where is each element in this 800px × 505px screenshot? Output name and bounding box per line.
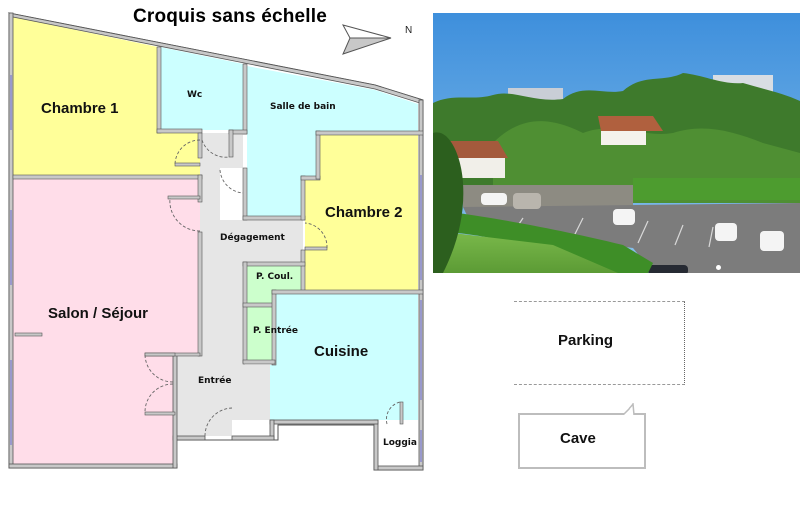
parking-box: Parking [514, 301, 685, 385]
north-label: N [405, 25, 413, 36]
parking-label: Parking [558, 332, 614, 349]
cave-box: Cave [518, 403, 646, 469]
label-entree: Entrée [198, 376, 232, 386]
room-salle-de-bain [247, 66, 418, 217]
label-salon-sejour: Salon / Séjour [48, 305, 149, 322]
room-p-entree [247, 307, 272, 362]
room-circulation [175, 133, 303, 437]
room-cuisine [270, 293, 418, 420]
label-salle-de-bain: Salle de bain [270, 102, 336, 112]
photo-image [433, 13, 800, 273]
label-loggia: Loggia [383, 438, 417, 448]
label-cuisine: Cuisine [314, 343, 369, 360]
label-degagement: Dégagement [220, 233, 285, 243]
cave-label: Cave [560, 430, 596, 447]
room-chambre-2 [305, 134, 418, 290]
exterior-photo[interactable] [433, 13, 800, 273]
north-arrow-icon [342, 24, 392, 55]
room-chambre-1 [13, 17, 200, 175]
carousel-dot-1[interactable] [716, 265, 721, 270]
label-chambre-1: Chambre 1 [41, 100, 119, 117]
room-wc [160, 47, 243, 130]
room-loggia [378, 425, 418, 465]
cave-corner-tab [623, 403, 635, 415]
label-p-coul: P. Coul. [256, 272, 294, 282]
label-chambre-2: Chambre 2 [325, 204, 403, 221]
plan-drawing [7, 12, 424, 471]
label-p-entree: P. Entrée [253, 326, 298, 336]
plan-title: Croquis sans échelle [132, 6, 328, 27]
label-wc: Wc [187, 90, 203, 100]
floor-plan: Croquis sans échelle N [7, 6, 424, 471]
